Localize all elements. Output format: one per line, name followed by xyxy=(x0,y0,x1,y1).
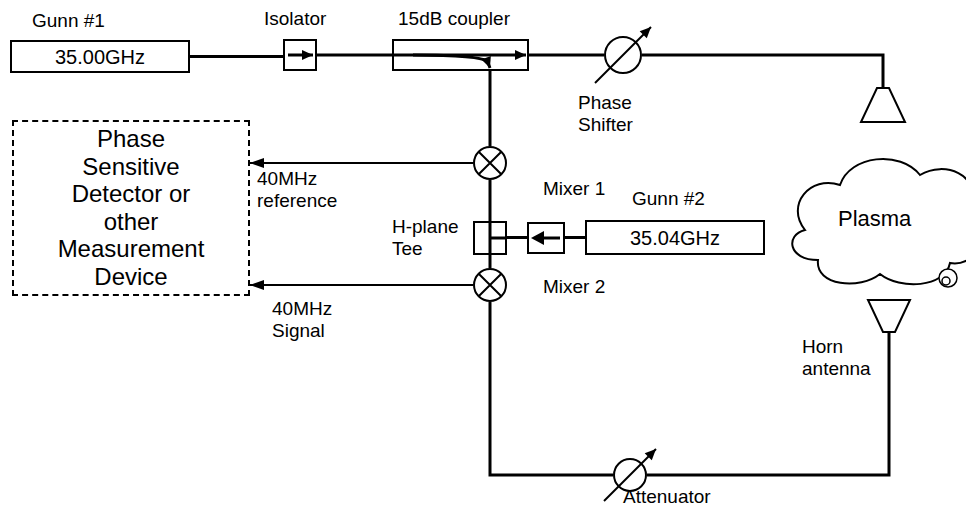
signal-label: 40MHz Signal xyxy=(272,298,342,342)
isolator: Isolator xyxy=(284,40,316,70)
mixer-ring xyxy=(474,269,506,301)
waveguide-line xyxy=(316,54,393,57)
waveguide-line xyxy=(190,55,284,58)
mixer-symbol xyxy=(473,268,507,302)
box-text: 35.04GHz xyxy=(630,226,720,249)
mixer: Mixer 1 xyxy=(473,146,507,180)
cloud-outline xyxy=(792,159,966,284)
attenuator: Attenuator xyxy=(613,458,647,492)
waveguide-line xyxy=(528,54,604,57)
isolator-symbol xyxy=(528,223,564,253)
phase-shifter: Phase Shifter xyxy=(604,36,642,74)
directional-coupler: 15dB coupler xyxy=(393,40,528,70)
part-label: H-plane Tee xyxy=(392,216,464,260)
oscillator-box: Gunn #235.04GHz xyxy=(585,220,765,255)
arrow-shaft xyxy=(595,27,651,83)
detector-box: Phase Sensitive Detector or other Measur… xyxy=(12,120,250,296)
waveguide-line xyxy=(489,70,492,146)
mixer: Mixer 2 xyxy=(473,268,507,302)
plasma-cloud: Plasma xyxy=(780,150,966,300)
waveguide-line xyxy=(642,55,883,88)
tee-junction xyxy=(490,222,506,254)
arrow-head xyxy=(640,27,651,38)
isolator-symbol xyxy=(284,40,316,70)
signal-arrow xyxy=(250,162,473,164)
oscillator-box: Gunn #135.00GHz xyxy=(10,40,190,73)
coupler-body xyxy=(393,40,528,70)
horn-outline xyxy=(868,300,910,332)
horn-antenna-symbol xyxy=(868,300,910,332)
h-plane-tee: H-plane Tee xyxy=(474,222,506,254)
arrow-head xyxy=(481,56,490,68)
part-label: Gunn #1 xyxy=(32,10,152,32)
mixer-symbol xyxy=(473,146,507,180)
arrow-head xyxy=(515,50,526,60)
part-label: Horn antenna xyxy=(802,336,876,380)
part-label: Attenuator xyxy=(623,486,723,508)
part-label: Plasma xyxy=(838,206,948,231)
mixer-ring xyxy=(474,147,506,179)
waveguide-line xyxy=(647,332,889,475)
arrow-head xyxy=(645,449,656,460)
part-label: Phase Shifter xyxy=(578,92,644,136)
horn-symbol xyxy=(861,88,905,122)
isolator-arrow xyxy=(542,237,560,240)
isolator-arrow-head xyxy=(531,231,544,245)
part-label: Mixer 2 xyxy=(543,276,623,298)
coupled-branch xyxy=(413,55,489,62)
isolator-body xyxy=(284,40,316,70)
part-label: 15dB coupler xyxy=(398,8,558,30)
tee-body xyxy=(474,222,506,254)
part-label: Mixer 1 xyxy=(543,178,623,200)
directional-coupler-symbol xyxy=(393,40,528,70)
mixer-cross xyxy=(479,152,502,175)
phase-shifter-symbol xyxy=(604,36,642,74)
mixer-cross xyxy=(479,274,502,297)
horn-antenna: Horn antenna xyxy=(868,300,910,332)
part-label: Gunn #2 xyxy=(632,188,752,210)
particle-core xyxy=(942,277,950,285)
signal-arrow xyxy=(250,284,473,286)
box-text: 35.00GHz xyxy=(55,45,145,68)
box-text: Phase Sensitive Detector or other Measur… xyxy=(54,125,209,291)
particle-ring xyxy=(939,269,957,287)
waveguide-line xyxy=(489,180,492,222)
waveguide-line xyxy=(490,302,613,475)
waveguide-line xyxy=(489,254,492,268)
arrow-head xyxy=(302,50,313,60)
h-plane-tee-symbol xyxy=(474,222,506,254)
signal-label: 40MHz reference xyxy=(257,168,347,212)
part-label: Isolator xyxy=(264,8,354,30)
